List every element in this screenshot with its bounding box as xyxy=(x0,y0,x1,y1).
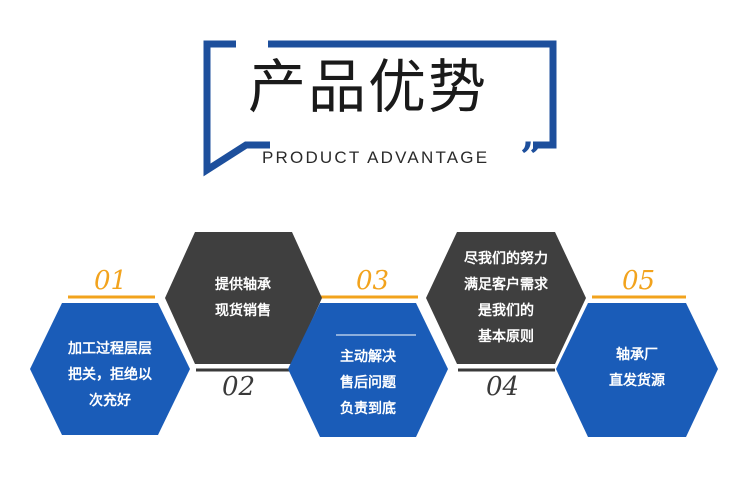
item-04-line-1: 尽我们的努力 xyxy=(464,251,548,267)
item-number-02: 02 xyxy=(222,372,256,402)
item-text-05: 轴承厂 直发货源 xyxy=(567,342,707,394)
item-05-line-2: 直发货源 xyxy=(609,373,665,389)
item-05-line-1: 轴承厂 xyxy=(616,347,658,363)
item-03-line-3: 负责到底 xyxy=(340,401,396,417)
item-number-05: 05 xyxy=(622,266,656,296)
page-subtitle: PRODUCT ADVANTAGE xyxy=(262,148,490,167)
item-01-line-2: 把关，拒绝以 xyxy=(68,367,152,383)
page-title: 产品优势 xyxy=(248,53,489,121)
item-04-line-3: 是我们的 xyxy=(478,303,534,319)
title-frame xyxy=(203,40,557,177)
item-text-01: 加工过程层层 把关，拒绝以 次充好 xyxy=(40,336,180,414)
item-number-01: 01 xyxy=(94,266,128,296)
item-02-line-1: 提供轴承 xyxy=(215,277,271,293)
hexagon-01 xyxy=(30,303,190,435)
item-03-line-2: 售后问题 xyxy=(340,375,396,391)
hexagon-04 xyxy=(426,232,586,364)
quote-mark-icon: ” xyxy=(520,134,544,181)
item-number-04: 04 xyxy=(486,372,520,402)
item-03-line-1: 主动解决 xyxy=(340,349,396,365)
hexagon-03 xyxy=(288,303,448,437)
item-text-02: 提供轴承 现货销售 xyxy=(173,272,313,324)
item-04-line-2: 满足客户需求 xyxy=(464,277,548,293)
hexagon-05 xyxy=(556,303,718,437)
item-04-line-4: 基本原则 xyxy=(478,329,534,345)
item-text-03: 主动解决 售后问题 负责到底 xyxy=(298,344,438,422)
item-02-line-2: 现货销售 xyxy=(215,303,271,319)
item-text-04: 尽我们的努力 满足客户需求 是我们的 基本原则 xyxy=(436,246,576,350)
item-01-line-1: 加工过程层层 xyxy=(68,341,152,357)
item-number-03: 03 xyxy=(356,266,390,296)
hexagon-02 xyxy=(165,232,322,364)
item-01-line-3: 次充好 xyxy=(89,393,131,409)
